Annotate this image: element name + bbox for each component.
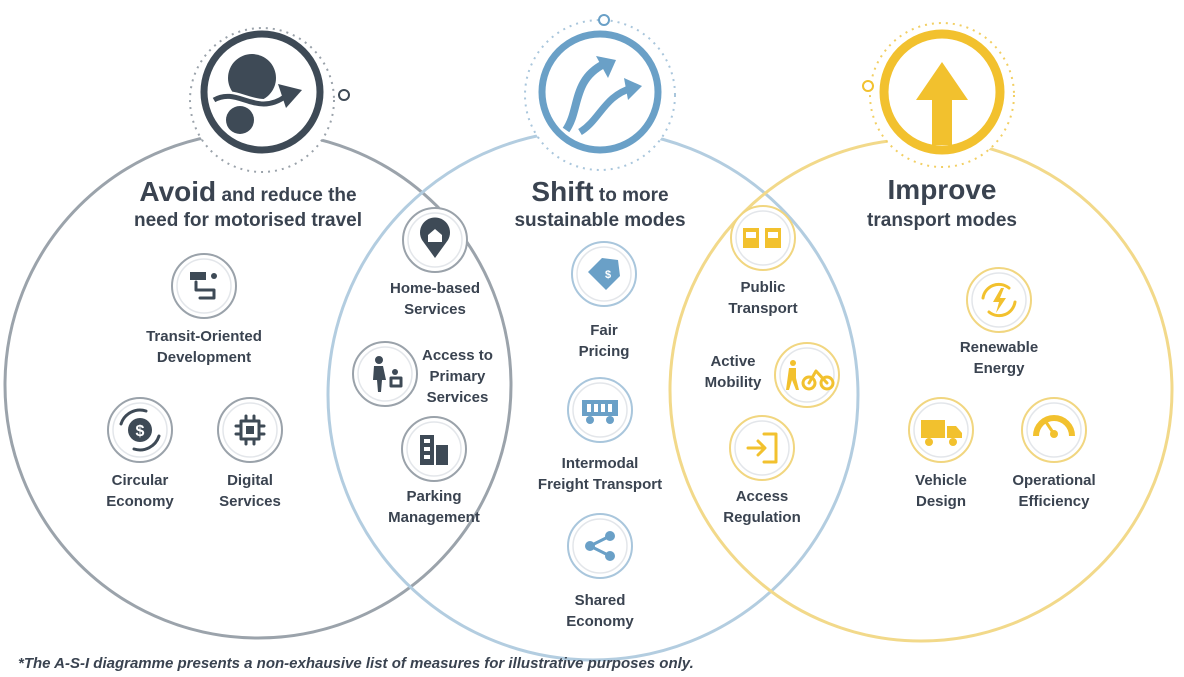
measure-public-transport: Public Transport xyxy=(728,279,798,317)
entry-icon xyxy=(729,415,795,481)
measure-access-regulation: Access Regulation xyxy=(723,488,801,526)
avoid-emblem-icon xyxy=(189,27,350,173)
avoid-title: Avoid and reduce the xyxy=(139,176,356,208)
measure-active-mobility: Active Mobility xyxy=(704,353,762,391)
measure-circular-economy: Circular Economy xyxy=(106,472,174,510)
share-icon xyxy=(567,513,633,579)
avoid-rest: and reduce the xyxy=(216,185,357,206)
avoid-keyword: Avoid xyxy=(139,176,217,207)
freight-wagon-icon xyxy=(567,377,633,443)
gauge-icon xyxy=(1021,397,1087,463)
shift-subtitle: sustainable modes xyxy=(514,210,686,231)
dollar-cycle-icon: $ xyxy=(107,397,173,463)
home-pin-icon xyxy=(402,207,468,273)
shift-emblem-icon xyxy=(524,14,676,171)
truck-icon xyxy=(908,397,974,463)
price-tag-icon: $ xyxy=(571,241,637,307)
measure-digital-services: Digital Services xyxy=(219,472,281,510)
bus-tram-icon xyxy=(730,205,796,271)
measure-intermodal-freight-transport: Intermodal Freight Transport xyxy=(537,455,663,493)
shift-rest: to more xyxy=(593,185,669,206)
footnote: *The A-S-I diagramme presents a non-exha… xyxy=(18,655,694,672)
measure-fair-pricing: Fair Pricing xyxy=(578,322,630,360)
svg-text:$: $ xyxy=(136,423,145,440)
chip-icon xyxy=(217,397,283,463)
walk-bike-icon xyxy=(774,342,840,408)
shift-keyword: Shift xyxy=(531,176,594,207)
shift-title: Shift to more xyxy=(531,176,668,208)
route-map-icon xyxy=(171,253,237,319)
avoid-subtitle: need for motorised travel xyxy=(133,210,363,231)
measure-home-based-services: Home-based Services xyxy=(389,280,481,318)
building-icon xyxy=(401,416,467,482)
renewable-energy-icon xyxy=(966,267,1032,333)
measure-vehicle-design: Vehicle Design xyxy=(915,472,967,510)
improve-subtitle: transport modes xyxy=(867,210,1017,231)
measure-parking-management: Parking Management xyxy=(388,488,480,526)
pedestrian-icon xyxy=(352,341,418,407)
measure-shared-economy: Shared Economy xyxy=(566,592,634,630)
measure-transit-oriented-development: Transit-Oriented Development xyxy=(146,328,262,366)
measure-access-to-primary-services: Access to Primary Services xyxy=(422,347,493,406)
measure-renewable-energy: Renewable Energy xyxy=(959,339,1039,377)
improve-keyword: Improve xyxy=(887,174,997,205)
measure-operational-efficiency: Operational Efficiency xyxy=(1012,472,1096,510)
improve-emblem-icon xyxy=(862,22,1015,168)
svg-text:$: $ xyxy=(605,269,611,281)
